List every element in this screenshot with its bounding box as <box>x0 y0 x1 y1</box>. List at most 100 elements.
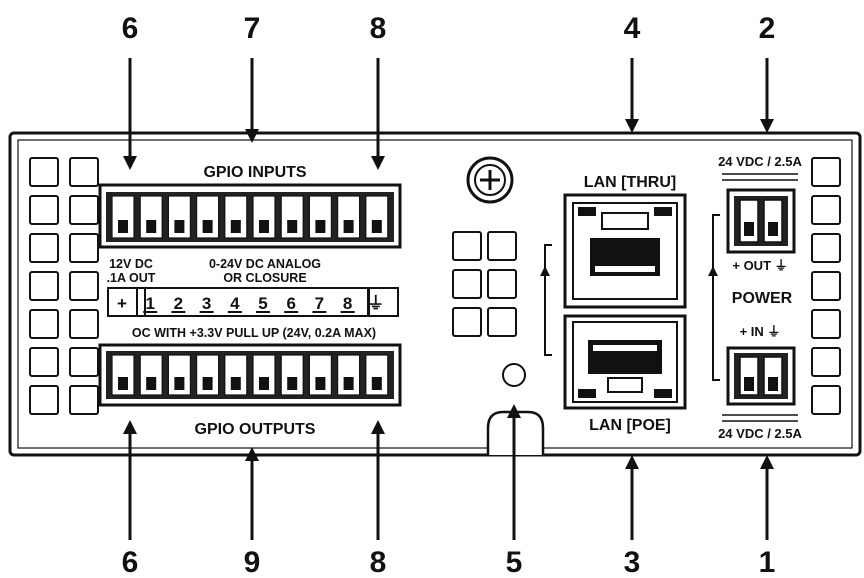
connector-pin <box>111 195 135 239</box>
callout-number: 2 <box>759 12 776 45</box>
pin-socket <box>371 377 382 390</box>
terminal-label: 5 <box>258 294 267 313</box>
gpio-inputs-connector <box>98 183 402 249</box>
supply-label-line2: .1A OUT <box>107 271 156 285</box>
vent-slot <box>29 271 59 301</box>
callout-number: 5 <box>506 546 523 578</box>
callout-arrowhead <box>625 119 639 133</box>
bracket-arrowhead <box>540 266 550 276</box>
connector-pin <box>139 354 163 396</box>
vent-slot <box>811 271 841 301</box>
connector-pin <box>252 354 276 396</box>
analog-label-line1: 0-24V DC ANALOG <box>209 257 321 271</box>
vent-slot <box>452 231 482 261</box>
supply-label-line1: 12V DC <box>109 257 153 271</box>
pin-socket <box>315 220 326 233</box>
callout-number: 3 <box>624 546 641 578</box>
callout-arrowhead <box>123 156 137 170</box>
power-in-connector <box>726 346 796 406</box>
vent-slot <box>69 309 99 339</box>
callout-arrowhead <box>123 420 137 434</box>
vent-slot <box>811 195 841 225</box>
analog-label-line2: OR CLOSURE <box>223 271 306 285</box>
vent-grid-left <box>29 157 99 415</box>
connector-pin <box>337 195 361 239</box>
callout-arrowhead <box>760 455 774 469</box>
pin-socket <box>118 220 128 233</box>
power-in-label: + IN ⏚ <box>740 324 781 339</box>
connector-pin <box>196 195 220 239</box>
pin-socket <box>287 377 298 390</box>
callout-arrowhead <box>625 455 639 469</box>
connector-pin <box>224 195 248 239</box>
lan-thru-label: LAN [THRU] <box>584 174 676 191</box>
connector-pin <box>280 195 304 239</box>
terminal-label: 1 <box>145 294 154 313</box>
power-out-rating: 24 VDC / 2.5A <box>718 154 802 169</box>
pin-socket <box>146 377 157 390</box>
vent-slot <box>69 385 99 415</box>
vent-slot <box>452 269 482 299</box>
connector-pin <box>167 195 191 239</box>
pin-socket <box>174 220 185 233</box>
vent-slot <box>811 233 841 263</box>
pin-socket <box>259 220 269 233</box>
callout-arrowhead <box>245 129 259 143</box>
callout-number: 8 <box>370 546 387 578</box>
connector-pin <box>224 354 248 396</box>
connector-pin <box>111 354 135 396</box>
vent-grid-right <box>811 157 841 415</box>
callout-number: 1 <box>759 546 776 578</box>
lan-thru-port <box>563 193 687 309</box>
vent-slot <box>29 157 59 187</box>
callout-arrowhead <box>760 119 774 133</box>
callout-arrowhead <box>371 420 385 434</box>
connector-pin <box>196 354 220 396</box>
terminal-label: 3 <box>202 294 211 313</box>
terminal-label: 6 <box>286 294 295 313</box>
vent-slot <box>29 385 59 415</box>
pin-socket <box>315 377 326 390</box>
gpio-outputs-connector <box>98 343 402 407</box>
ground-screw-icon <box>466 156 514 204</box>
gpio-outputs-label: GPIO OUTPUTS <box>195 421 316 438</box>
connector-pin <box>337 354 361 396</box>
vent-slot <box>811 157 841 187</box>
power-out-label: + OUT ⏚ <box>732 258 787 273</box>
callout-number: 6 <box>122 12 139 45</box>
vent-slot <box>811 385 841 415</box>
connector-pin <box>167 354 191 396</box>
power-label: POWER <box>732 290 793 307</box>
vent-slot <box>69 195 99 225</box>
terminal-label: 4 <box>230 294 240 313</box>
vent-slot <box>811 347 841 377</box>
output-spec-label: OC WITH +3.3V PULL UP (24V, 0.2A MAX) <box>132 326 376 340</box>
vent-slot <box>29 347 59 377</box>
lan-poe-label: LAN [POE] <box>589 417 671 434</box>
pin-socket <box>202 220 213 233</box>
callout-number: 6 <box>122 546 139 578</box>
power-in-rating: 24 VDC / 2.5A <box>718 426 802 441</box>
terminal-label: 2 <box>174 294 183 313</box>
callout-number: 7 <box>244 12 261 45</box>
pin-socket <box>343 377 354 390</box>
pin-socket <box>287 220 298 233</box>
vent-slot <box>487 231 517 261</box>
pin-socket <box>146 220 157 233</box>
callout-arrowhead <box>507 404 521 418</box>
vent-slot <box>69 271 99 301</box>
vent-slot <box>69 233 99 263</box>
pin-socket <box>230 220 241 233</box>
vent-slot <box>487 269 517 299</box>
callout-arrowhead <box>371 156 385 170</box>
connector-pin <box>252 195 276 239</box>
pin-socket <box>174 377 185 390</box>
pin-socket <box>118 377 128 390</box>
terminal-label: 7 <box>315 294 324 313</box>
status-led <box>502 363 526 387</box>
connector-pin <box>308 195 332 239</box>
callout-number: 9 <box>244 546 261 578</box>
bracket-arrowhead <box>708 266 718 276</box>
gpio-inputs-label: GPIO INPUTS <box>203 164 306 181</box>
